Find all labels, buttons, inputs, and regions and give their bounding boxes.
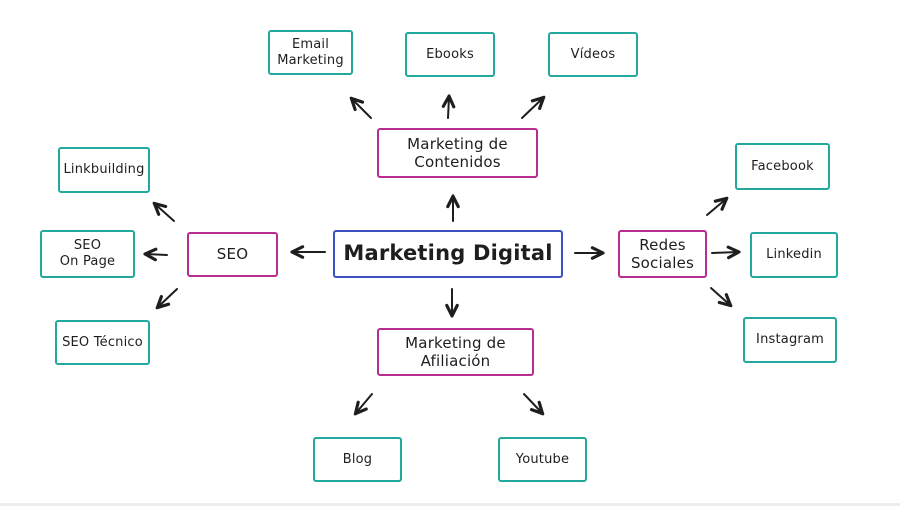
node-label: Email Marketing xyxy=(277,36,344,68)
node-seo-tecnico: SEO Técnico xyxy=(55,320,150,365)
node-blog: Blog xyxy=(313,437,402,482)
node-linkbuilding: Linkbuilding xyxy=(58,147,150,193)
arrow-afiliacion-to-blog xyxy=(356,393,373,413)
node-label: Ebooks xyxy=(426,46,474,62)
node-label: Blog xyxy=(342,451,373,467)
bottom-divider xyxy=(0,503,900,506)
node-label: Marketing de Contenidos xyxy=(407,134,508,171)
arrow-contenidos-to-ebooks xyxy=(448,97,449,119)
arrow-contenidos-to-videos xyxy=(521,98,543,119)
arrow-seo-to-tecnico xyxy=(158,288,178,307)
node-label: SEO Técnico xyxy=(62,334,143,350)
node-label: Marketing de Afiliación xyxy=(405,333,506,370)
node-seo-on-page: SEO On Page xyxy=(40,230,135,278)
node-label: Linkedin xyxy=(766,247,822,263)
node-label: Marketing Digital xyxy=(343,241,553,266)
node-marketing-de-contenidos: Marketing de Contenidos xyxy=(377,128,538,178)
node-linkedin: Linkedin xyxy=(750,232,838,278)
node-youtube: Youtube xyxy=(498,437,587,482)
node-email-marketing: Email Marketing xyxy=(268,30,353,75)
node-marketing-digital: Marketing Digital xyxy=(333,230,563,278)
node-label: Facebook xyxy=(751,158,814,174)
arrow-seo-to-on-page xyxy=(146,254,168,255)
node-facebook: Facebook xyxy=(735,143,830,190)
arrow-redes-to-facebook xyxy=(706,199,726,216)
node-videos: Vídeos xyxy=(548,32,638,77)
node-label: Youtube xyxy=(515,451,570,467)
node-seo: SEO xyxy=(187,232,278,277)
arrow-afiliacion-to-youtube xyxy=(523,393,542,413)
arrow-redes-to-linkedin xyxy=(711,252,738,253)
arrow-contenidos-to-email xyxy=(352,99,372,119)
node-label: SEO On Page xyxy=(59,238,116,269)
node-label: Vídeos xyxy=(570,46,616,62)
arrow-seo-to-linkbuilding xyxy=(155,204,175,222)
node-label: Linkbuilding xyxy=(63,162,145,178)
node-instagram: Instagram xyxy=(743,317,837,363)
node-label: Instagram xyxy=(756,332,824,348)
node-label: SEO xyxy=(216,245,249,264)
arrow-redes-to-instagram xyxy=(710,287,730,305)
node-label: Redes Sociales xyxy=(630,235,695,272)
node-redes-sociales: Redes Sociales xyxy=(618,230,707,278)
node-marketing-de-afiliacion: Marketing de Afiliación xyxy=(377,328,534,376)
node-ebooks: Ebooks xyxy=(405,32,495,77)
